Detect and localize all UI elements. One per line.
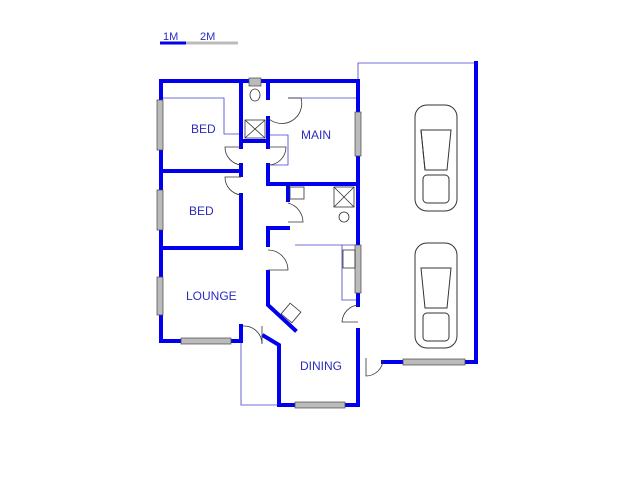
room-label-dining: DINING (300, 359, 342, 373)
toilet-icon (249, 88, 261, 102)
basin-icon (289, 186, 305, 200)
fixtures (244, 88, 356, 324)
shower-icon-2 (333, 186, 355, 208)
room-label-main: MAIN (301, 128, 331, 142)
stove-icon (280, 302, 302, 324)
windows (156, 77, 466, 409)
room-label-lounge: LOUNGE (186, 289, 237, 303)
car-icon (414, 104, 458, 212)
sink-icon (342, 249, 356, 269)
scale-bar: 1M 2M (160, 31, 238, 45)
scale-label-1m: 1M (163, 31, 178, 43)
walls (159, 61, 478, 407)
shower-icon (244, 119, 266, 139)
car-icon-2 (414, 242, 458, 349)
scale-label-2m: 2M (200, 31, 215, 43)
room-label-bed-2: BED (189, 204, 214, 218)
thin-lines (163, 62, 476, 406)
room-label-bed-1: BED (191, 122, 216, 136)
doors (224, 97, 384, 377)
toilet-icon-2 (338, 211, 350, 223)
